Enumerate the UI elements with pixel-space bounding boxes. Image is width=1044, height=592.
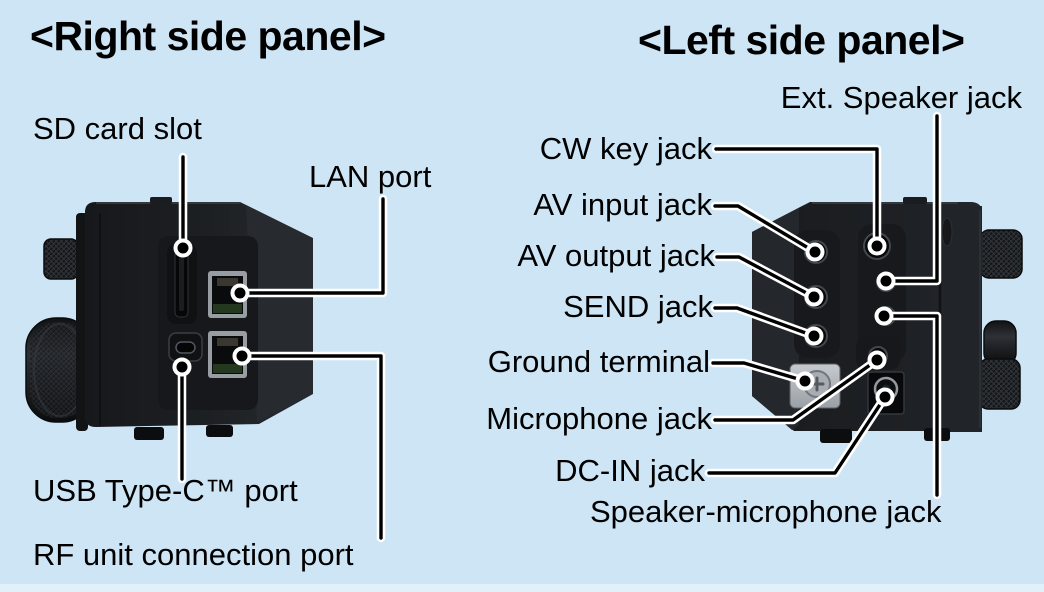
device-foot <box>820 429 852 443</box>
leader-line-dc-in-jack <box>704 392 890 478</box>
dot-ext-speaker-jack <box>876 271 896 291</box>
label-microphone-jack: Microphone jack <box>486 401 712 436</box>
label-ground-terminal: Ground terminal <box>487 344 710 379</box>
sd-card-slot-icon <box>167 244 197 324</box>
callout-dots <box>172 236 896 407</box>
dot-usb-type-c-port <box>172 357 192 377</box>
device-top-tab <box>150 197 172 204</box>
label-rf-unit-connection-port: RF unit connection port <box>33 537 354 572</box>
dot-speaker-microphone-jack <box>874 306 894 326</box>
leader-lines <box>177 111 942 543</box>
label-ext-speaker-jack: Ext. Speaker jack <box>780 80 1022 115</box>
dot-rf-unit-connection-port <box>232 346 252 366</box>
leader-line-av-output-jack <box>712 252 819 302</box>
label-sd-card-slot: SD card slot <box>33 111 202 146</box>
dot-lan-port <box>230 283 250 303</box>
bottom-strip <box>0 584 1044 592</box>
leader-line-ext-speaker-jack <box>881 111 942 286</box>
knob-outer-icon <box>978 358 1021 410</box>
right-side-panel-heading: <Right side panel> <box>30 13 386 59</box>
rf-unit-connection-port-icon <box>208 331 247 378</box>
leader-line-lan-port <box>235 194 388 298</box>
device-rear-bevel <box>246 205 313 422</box>
jack-recess <box>858 224 906 362</box>
label-speaker-microphone-jack: Speaker-microphone jack <box>590 494 942 529</box>
usb-type-c-port-icon <box>168 332 203 362</box>
label-send-jack: SEND jack <box>563 289 713 324</box>
label-usb-type-c-port: USB Type-C™ port <box>33 473 298 508</box>
label-av-output-jack: AV output jack <box>517 238 715 273</box>
dot-av-input-jack <box>805 242 825 262</box>
leader-line-cw-key-jack <box>711 144 882 251</box>
label-cw-key-jack: CW key jack <box>539 131 712 166</box>
dial-large-icon <box>25 317 93 423</box>
latch-detail <box>941 217 953 247</box>
leader-line-microphone-jack <box>710 355 882 425</box>
right-side-panel-device-illustration <box>25 197 313 440</box>
device-foot <box>134 427 164 440</box>
label-dc-in-jack: DC-IN jack <box>555 453 705 488</box>
leader-line-rf-unit-connection-port <box>237 351 386 543</box>
dot-send-jack <box>804 326 824 346</box>
device-foot <box>206 425 233 437</box>
label-av-input-jack: AV input jack <box>533 187 712 222</box>
dot-cw-key-jack <box>867 236 887 256</box>
left-side-panel-heading: <Left side panel> <box>638 17 965 63</box>
knob-small-icon <box>979 229 1023 279</box>
dot-dc-in-jack <box>875 387 895 407</box>
dot-ground-terminal <box>795 371 815 391</box>
device-top-tab <box>903 197 927 204</box>
leader-line-ground-terminal <box>708 358 810 386</box>
leader-line-speaker-microphone-jack <box>879 311 942 500</box>
dot-microphone-jack <box>867 350 887 370</box>
dot-av-output-jack <box>804 287 824 307</box>
leader-line-send-jack <box>710 303 819 341</box>
dot-sd-card-slot <box>173 238 193 258</box>
label-lan-port: LAN port <box>309 159 432 194</box>
leader-line-av-input-jack <box>710 201 820 257</box>
